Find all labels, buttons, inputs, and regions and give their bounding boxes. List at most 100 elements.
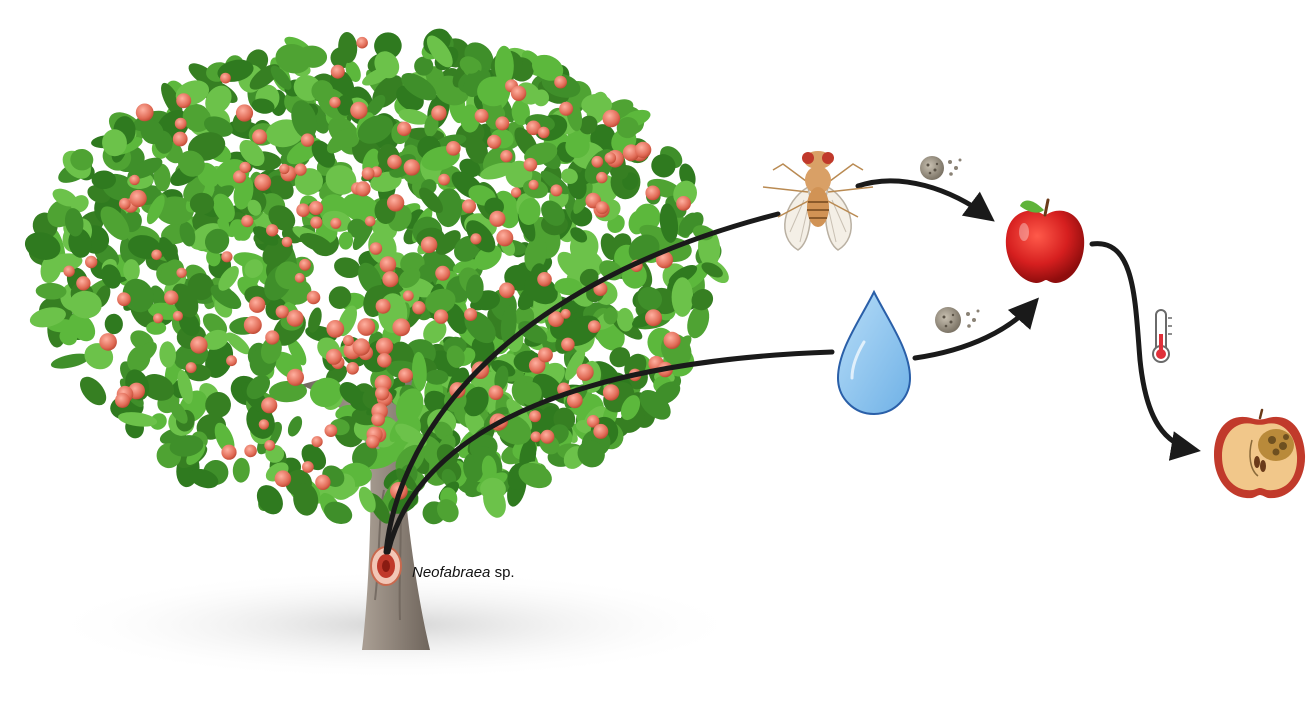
tree-fruit <box>591 156 603 168</box>
tree-fruit <box>287 310 304 327</box>
tree-fruit <box>596 201 609 214</box>
fruit-fly-icon <box>763 151 873 250</box>
arrow-fly-to-apple <box>858 181 990 218</box>
leaf-cluster <box>672 277 694 317</box>
tree-fruit <box>309 201 323 215</box>
tree-fruit <box>312 436 323 447</box>
tree-fruit <box>550 184 562 196</box>
tree-fruit <box>275 470 292 487</box>
tree-fruit <box>438 174 450 186</box>
tree-fruit <box>524 158 538 172</box>
tree-fruit <box>315 475 330 490</box>
arrow-water-to-apple <box>915 302 1035 358</box>
tree-fruit <box>153 313 163 323</box>
tree-fruit <box>295 273 305 283</box>
leaf-cluster <box>190 193 214 215</box>
tree-fruit <box>397 122 411 136</box>
tree-fruit <box>176 268 186 278</box>
tree-fruit <box>588 320 601 333</box>
tree-fruit <box>296 203 310 217</box>
tree-fruit <box>226 355 237 366</box>
spore-cluster-icon <box>935 307 980 333</box>
tree-fruit <box>236 104 253 121</box>
tree-fruit <box>282 237 293 248</box>
tree-fruit <box>500 150 512 162</box>
tree-fruit <box>676 196 691 211</box>
tree-fruit <box>301 133 314 146</box>
tree-fruit <box>475 109 489 123</box>
tree-fruit <box>593 424 608 439</box>
tree-fruit <box>343 335 354 346</box>
tree-fruit <box>276 305 289 318</box>
tree-fruit <box>446 141 461 156</box>
tree-fruit <box>115 393 130 408</box>
tree-fruit <box>221 251 232 262</box>
tree-fruit <box>511 187 521 197</box>
tree-fruit <box>529 180 539 190</box>
tree-fruit <box>173 132 188 147</box>
tree-fruit <box>186 362 197 373</box>
tree-fruit <box>287 369 304 386</box>
tree-fruit <box>76 276 90 290</box>
tree-fruit <box>252 129 267 144</box>
tree-fruit <box>496 229 513 246</box>
tree-fruit <box>421 237 438 254</box>
tree-fruit <box>382 271 398 287</box>
tree-fruit <box>299 259 311 271</box>
tree-fruit <box>264 440 275 451</box>
tree-fruit <box>175 118 187 130</box>
tree-fruit <box>221 445 236 460</box>
tree-fruit <box>310 216 322 228</box>
tree-fruit <box>511 86 526 101</box>
tree-fruit <box>261 397 277 413</box>
tree-fruit <box>605 152 617 164</box>
tree-fruit <box>489 385 504 400</box>
tree-fruit <box>239 162 250 173</box>
tree-fruit <box>431 105 446 120</box>
tree-fruit <box>307 291 321 305</box>
tree-fruit <box>462 199 476 213</box>
tree-fruit <box>325 424 338 437</box>
tree-fruit <box>244 445 257 458</box>
pathogen-suffix: sp. <box>490 564 514 581</box>
tree-fruit <box>371 413 385 427</box>
rotten-apple-half-icon <box>1214 410 1305 498</box>
tree-fruit <box>487 135 501 149</box>
tree-fruit <box>603 384 619 400</box>
tree-fruit <box>645 186 660 201</box>
tree-fruit <box>561 338 575 352</box>
tree-fruit <box>355 181 370 196</box>
tree-fruit <box>470 233 481 244</box>
tree-fruit <box>362 167 375 180</box>
tree-fruit <box>117 292 131 306</box>
pathogen-label: Neofabraea sp. <box>412 564 515 581</box>
tree-fruit <box>302 461 314 473</box>
tree-fruit <box>412 301 425 314</box>
tree-fruit <box>176 93 191 108</box>
tree-fruit <box>190 336 207 353</box>
tree-fruit <box>434 309 448 323</box>
tree-fruit <box>495 116 509 130</box>
tree-fruit <box>435 266 450 281</box>
leaf-cluster <box>331 254 363 281</box>
tree-fruit <box>392 318 410 336</box>
tree-fruit <box>249 297 265 313</box>
tree-fruit <box>279 164 289 174</box>
tree-fruit <box>635 142 651 158</box>
tree-fruit <box>85 256 97 268</box>
leaf-cluster <box>285 414 305 439</box>
tree-fruit <box>387 155 402 170</box>
tree-fruit <box>99 333 117 351</box>
tree-fruit <box>259 419 269 429</box>
tree-fruit <box>366 435 379 448</box>
tree-fruit <box>370 242 383 255</box>
tree-fruit <box>538 347 553 362</box>
water-drop-icon <box>838 292 910 414</box>
tree-fruit <box>326 320 344 338</box>
tree-fruit <box>326 349 342 365</box>
tree-fruit <box>464 308 477 321</box>
tree-fruit <box>119 198 131 210</box>
tree-fruit <box>376 299 391 314</box>
tree-fruit <box>531 431 542 442</box>
tree-fruit <box>380 256 397 273</box>
